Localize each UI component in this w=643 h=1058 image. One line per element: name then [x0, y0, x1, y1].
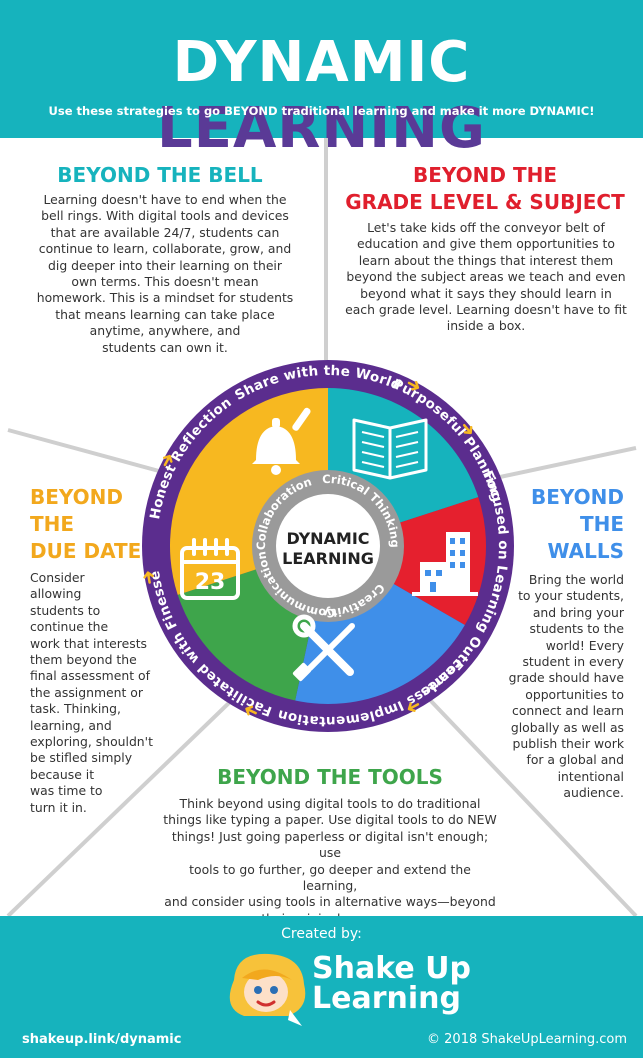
brand-name: Shake Up Learning — [312, 951, 471, 1016]
section-bell-title: BEYOND THE BELL — [57, 163, 263, 187]
section-tools-title: BEYOND THE TOOLS — [217, 765, 443, 789]
title-word-learning: LEARNING — [157, 96, 486, 161]
center-circle — [276, 494, 380, 598]
section-grade-text: Let's take kids off the conveyor belt of… — [345, 220, 627, 334]
divider-vertical-top — [324, 138, 328, 360]
wrench-screwdriver-icon — [292, 614, 355, 682]
copyright: © 2018 ShakeUpLearning.com — [427, 1032, 627, 1047]
book-icon — [352, 418, 428, 480]
center-line-2: LEARNING — [282, 549, 374, 568]
school-building-icon — [412, 532, 478, 596]
section-tools-text: Think beyond using digital tools to do t… — [163, 796, 497, 926]
arrow-icon — [407, 702, 420, 712]
arrow-icon — [462, 423, 473, 435]
footer-url[interactable]: shakeup.link/dynamic — [22, 1032, 182, 1047]
divider-right-lower — [428, 698, 638, 918]
center-line-1: DYNAMIC — [286, 529, 369, 548]
divider-left-upper — [7, 428, 171, 476]
ring-arrows — [143, 380, 473, 716]
divider-right-upper — [485, 446, 637, 482]
arrow-icon — [162, 454, 173, 467]
title-word-dynamic: DYNAMIC — [172, 30, 471, 95]
divider-left-lower — [6, 698, 234, 918]
page-subtitle: Use these strategies to go BEYOND tradit… — [48, 104, 595, 118]
page-title: DYNAMIC LEARNING — [0, 30, 643, 162]
calendar-icon: 23 — [180, 538, 240, 600]
dynamic-learning-wheel: Focused on Learning Outcomes Fearless Im… — [142, 360, 514, 732]
arrow-icon — [245, 705, 257, 716]
bell-icon — [252, 407, 311, 475]
calendar-day: 23 — [195, 570, 226, 595]
arrow-icon — [407, 380, 420, 391]
created-by-label: Created by: — [281, 926, 362, 942]
header-banner: DYNAMIC LEARNING Use these strategies to… — [0, 0, 643, 161]
footer: Created by: Shake Up Learning shakeup.li… — [0, 916, 643, 1058]
arrow-icon — [143, 571, 154, 584]
mascot-logo — [229, 953, 306, 1026]
